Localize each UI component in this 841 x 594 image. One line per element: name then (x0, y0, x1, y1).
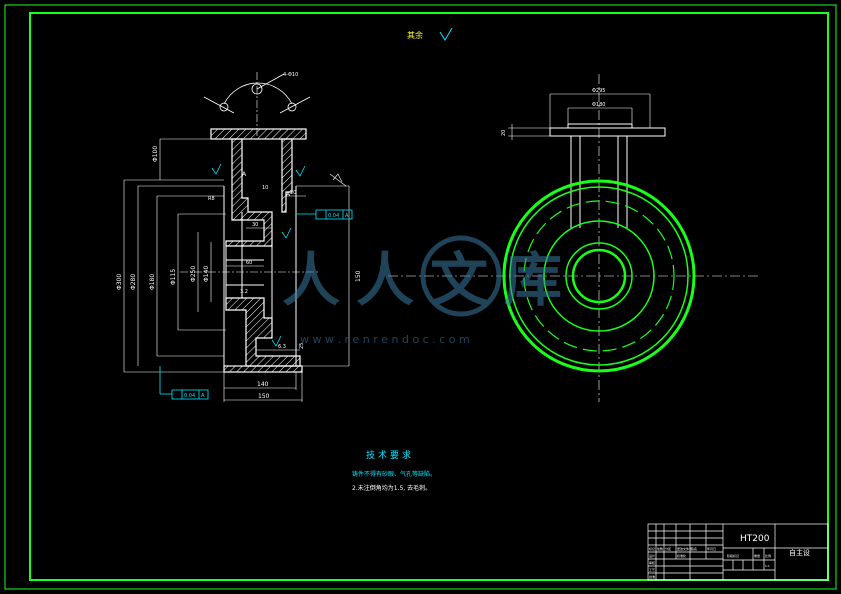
label-63: 6.3 (278, 344, 286, 350)
dim-h-2: 25 (299, 343, 305, 349)
tb-cell-0: 标记 (649, 546, 655, 551)
dim-h-0: 140 (257, 381, 269, 388)
tb-cell-4: 签名 (691, 546, 697, 551)
flange-section (210, 128, 307, 140)
datum-a-2: A (286, 191, 291, 198)
label-10: 10 (262, 185, 268, 191)
dim-v-1: Φ280 (130, 274, 137, 290)
tol-1-value: 0.04 (328, 213, 339, 219)
side-view: Φ295 Φ180 20 (388, 74, 758, 402)
outer-frame (4, 4, 837, 590)
left-wall-section (225, 138, 273, 247)
top-note-text: 其余 (407, 30, 423, 40)
tolerance-frame-1 (296, 209, 353, 220)
watermark-logo-icon (420, 235, 502, 317)
tech-item-2: 2.未注倒角均为1.5, 去毛刺。 (352, 484, 431, 492)
dim-h-5: 20 (290, 190, 296, 196)
watermark-text: 人人文库 (282, 246, 578, 314)
tb-cell-8: 审核 (649, 560, 655, 565)
tb-cell-1: 处数 (657, 546, 663, 551)
tb-cell-2: 分区 (665, 546, 671, 551)
tb-cell-3: 更改文件号 (677, 546, 692, 551)
side-dim-3: 20 (501, 130, 507, 136)
tb-cell-11: 阶段标记 (727, 553, 739, 558)
dim-v-2: Φ180 (149, 274, 156, 290)
tech-item-1: 铸件不得有砂眼、气孔等缺陷。 (352, 470, 436, 478)
hub-bore-circle (571, 248, 627, 304)
base-section (223, 365, 303, 373)
title-material: HT200 (740, 534, 770, 544)
dim-v-6: Φ100 (152, 146, 159, 162)
lower-body-section (225, 297, 301, 367)
inner-frame (29, 12, 829, 581)
tb-cell-7: 标准化 (677, 553, 686, 558)
tolerance-frame-2 (159, 366, 209, 400)
watermark: 人人文库 w w w . r e n r e n d o c . c o m (282, 235, 578, 346)
tol-1-datum: A (345, 213, 349, 219)
tol-2-value: 0.04 (184, 393, 195, 399)
tol-2-datum: A (201, 393, 205, 399)
title-block (647, 523, 829, 581)
tb-cell-5: 年月日 (707, 546, 716, 551)
dim-v-5: Φ140 (203, 266, 210, 282)
tb-cell-6: 设计 (649, 553, 655, 558)
dim-v-3: Φ115 (170, 269, 177, 285)
dim-v-0: Φ300 (116, 274, 123, 290)
tb-cell-13: 比例 (765, 553, 771, 558)
right-wall-section (281, 138, 293, 213)
tb-cell-12: 重量 (754, 553, 760, 558)
dim-h-1: 150 (355, 270, 362, 282)
dim-h-3: 60 (246, 260, 252, 266)
side-dim-0: Φ295 (592, 88, 605, 94)
dim-h-4: 30 (252, 222, 258, 228)
roughness-symbol-icon (439, 27, 453, 41)
title-org: 自主设 (789, 548, 810, 557)
datum-a-1: A (242, 171, 247, 178)
outer-rim-circle (502, 179, 696, 373)
dim-v-4: Φ250 (190, 266, 197, 282)
label-r: R8 (208, 196, 215, 202)
dim-h-1b: 150 (258, 393, 270, 400)
tb-cell-10: 批准 (649, 574, 655, 579)
tb-cell-14: 1:1 (765, 564, 770, 568)
section-view: 4-Φ10 Φ300 Φ280 Φ180 Φ115 Φ250 Φ140 Φ100 (116, 72, 362, 402)
watermark-url: w w w . r e n r e n d o c . c o m (300, 333, 470, 346)
label-32: 3.2 (240, 289, 248, 295)
tb-cell-9: 工艺 (649, 567, 655, 572)
label-hole-note: 4-Φ10 (283, 72, 298, 78)
tech-title: 技术要求 (366, 449, 414, 461)
side-dim-2: Φ180 (592, 102, 605, 108)
